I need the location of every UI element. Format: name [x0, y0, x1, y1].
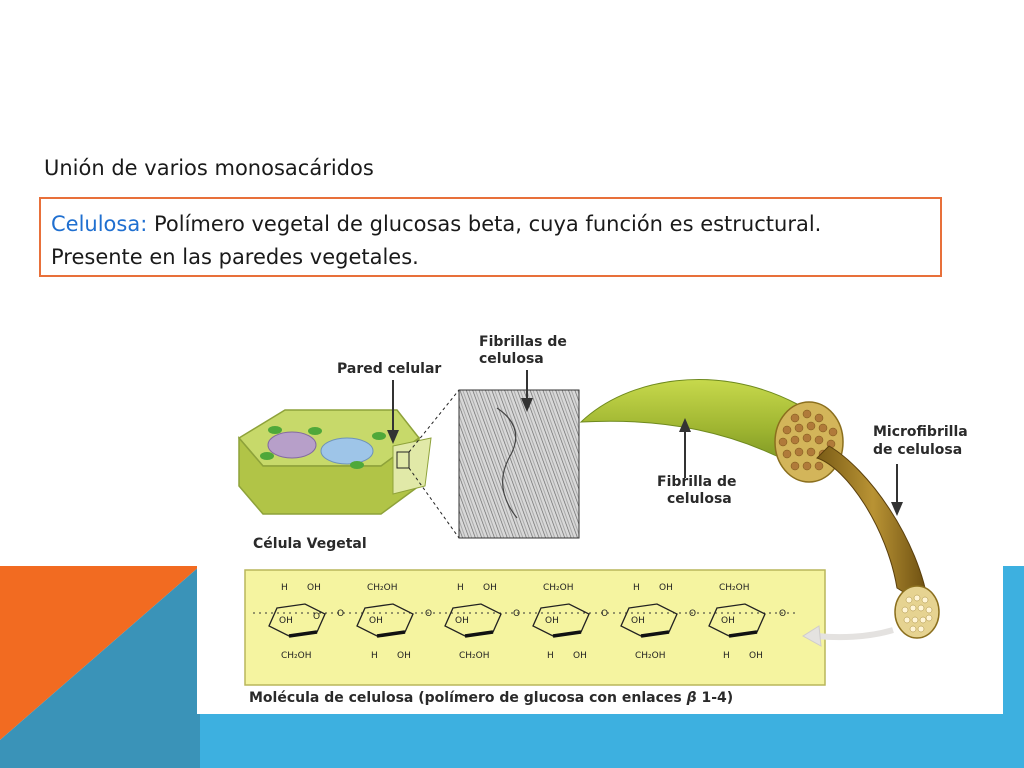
chem-oh: OH	[659, 583, 673, 593]
chem-ch2oh: CH₂OH	[543, 583, 574, 593]
chem-ch2oh: CH₂OH	[635, 651, 666, 661]
chem-o: O	[313, 612, 320, 622]
chem-h: H	[457, 583, 464, 593]
glucose-ring-6: CH₂OH OH OH H	[708, 583, 766, 661]
slide-subtitle: Unión de varios monosacáridos	[44, 156, 374, 180]
micrograph-crack	[496, 407, 518, 519]
chem-h: H	[723, 651, 730, 661]
label-microfibrilla-line-2: de celulosa	[873, 442, 962, 458]
cell-chloroplast	[268, 426, 282, 434]
label-fibrilla-line-1: Fibrilla de	[657, 474, 737, 490]
definition-box: Celulosa: Polímero vegetal de glucosas b…	[39, 197, 942, 277]
chem-oh: OH	[483, 583, 497, 593]
label-celula-vegetal: Célula Vegetal	[253, 536, 367, 552]
cell-chloroplast	[350, 461, 364, 469]
arrow-fibrillas	[521, 370, 533, 412]
arrow-fibrilla	[679, 418, 691, 478]
chem-oh: OH	[369, 616, 383, 626]
arrow-microfibrilla	[891, 464, 903, 516]
chem-oh: OH	[721, 616, 735, 626]
cell-wall-zoom-square	[396, 451, 410, 469]
glucose-ring-1: H OH OH O CH₂OH	[268, 583, 326, 661]
chem-h: H	[281, 583, 288, 593]
caption-beta: β	[686, 690, 697, 706]
cell-nucleus	[267, 431, 317, 459]
chem-o-link: O	[689, 609, 696, 619]
chem-ch2oh: CH₂OH	[367, 583, 398, 593]
arrow-to-molecule	[802, 625, 894, 647]
chem-h: H	[633, 583, 640, 593]
glucose-ring-3: H OH OH CH₂OH	[444, 583, 502, 661]
chem-oh: OH	[573, 651, 587, 661]
chem-ch2oh: CH₂OH	[281, 651, 312, 661]
definition-text: Polímero vegetal de glucosas beta, cuya …	[147, 212, 822, 236]
plant-cell: Célula Vegetal	[237, 409, 432, 552]
caption-text: Molécula de celulosa (polímero de glucos…	[249, 690, 682, 706]
chem-o-link: O	[513, 609, 520, 619]
chem-oh: OH	[749, 651, 763, 661]
label-fibrillas-line-1: Fibrillas de	[479, 334, 567, 350]
chem-oh: OH	[545, 616, 559, 626]
chem-oh: OH	[631, 616, 645, 626]
glucose-ring-2: CH₂OH OH OH H	[356, 583, 414, 661]
chem-o-link: O	[337, 609, 344, 619]
label-microfibrilla-line-1: Microfibrilla	[873, 424, 968, 440]
cell-chloroplast	[260, 452, 274, 460]
chem-oh: OH	[397, 651, 411, 661]
cell-chloroplast	[372, 432, 386, 440]
chem-oh: OH	[455, 616, 469, 626]
cellulose-diagram: Célula Vegetal Pared celular Fibrillas d…	[197, 318, 1003, 714]
chem-ch2oh: CH₂OH	[719, 583, 750, 593]
definition-term: Celulosa:	[51, 212, 148, 236]
cell-chloroplast	[308, 427, 322, 435]
molecule-caption: Molécula de celulosa (polímero de glucos…	[249, 690, 733, 706]
arrow-pared-celular	[387, 380, 399, 444]
glucose-chain: H OH OH O CH₂OH CH₂OH OH OH H H OH	[253, 583, 797, 661]
chem-oh: OH	[279, 616, 293, 626]
chem-h: H	[371, 651, 378, 661]
label-fibrilla-line-2: celulosa	[667, 491, 732, 507]
chem-oh: OH	[307, 583, 321, 593]
label-pared-celular: Pared celular	[337, 361, 441, 377]
zoom-lines	[408, 389, 460, 539]
chem-h: H	[547, 651, 554, 661]
glucose-ring-5: H OH OH CH₂OH	[620, 583, 678, 661]
microfibril-chains	[901, 594, 933, 633]
cellulose-diagram-svg: Célula Vegetal Pared celular Fibrillas d…	[237, 334, 968, 706]
caption-bond: 1-4)	[702, 690, 734, 706]
cell-wall-cutout	[392, 437, 432, 495]
cell-vacuole	[320, 437, 374, 465]
chem-o-link: O	[601, 609, 608, 619]
label-fibrillas-line-2: celulosa	[479, 351, 544, 367]
chem-ch2oh: CH₂OH	[459, 651, 490, 661]
glucose-ring-4: CH₂OH OH OH H	[532, 583, 590, 661]
definition-line-1: Celulosa: Polímero vegetal de glucosas b…	[51, 208, 940, 241]
fibrils-micrograph	[458, 389, 580, 539]
microfibril-cross-section	[894, 585, 940, 639]
definition-line-2: Presente en las paredes vegetales.	[51, 245, 419, 269]
chem-o-link: O	[425, 609, 432, 619]
chem-o-link: O	[779, 609, 786, 619]
